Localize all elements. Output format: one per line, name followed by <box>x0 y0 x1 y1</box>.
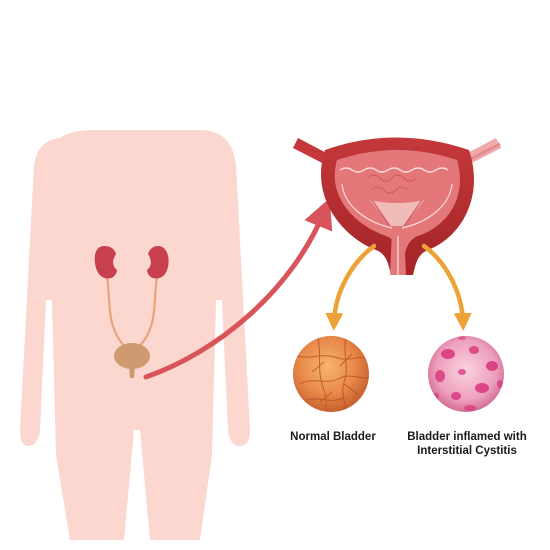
normal-bladder-label: Normal Bladder <box>290 431 376 443</box>
inflamed-bladder-label: Bladder inflamed with Interstitial Cysti… <box>407 431 527 457</box>
inflamed-bladder-tissue-icon <box>428 336 504 412</box>
bladder-icon <box>114 343 150 378</box>
kidney-icon <box>94 246 169 279</box>
bladder-cross-section-icon <box>293 137 501 275</box>
ureter-icon <box>104 268 160 350</box>
normal-bladder-tissue-icon <box>293 336 369 412</box>
branch-arrows <box>325 243 472 331</box>
human-silhouette-icon <box>20 130 250 540</box>
zoom-arrow <box>143 198 333 380</box>
